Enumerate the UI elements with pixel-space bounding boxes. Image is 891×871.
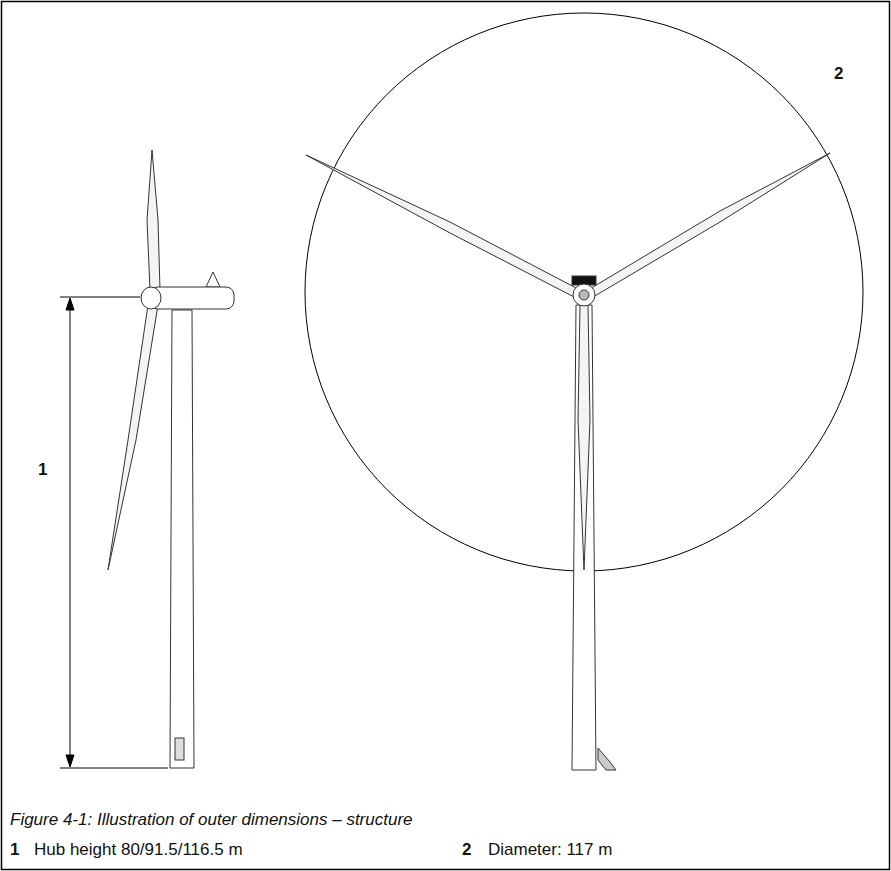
tower xyxy=(572,305,596,770)
rotor-blade xyxy=(147,150,160,290)
side-view xyxy=(108,150,234,768)
dimension-hub-height xyxy=(60,297,168,768)
legend-number: 2 xyxy=(462,840,471,860)
hub xyxy=(573,284,595,306)
nacelle-fin xyxy=(206,272,220,287)
legend-text: Diameter: 117 m xyxy=(488,840,612,860)
rotor-blade xyxy=(108,305,158,570)
tower-door xyxy=(175,738,184,760)
rotor-circle xyxy=(305,13,863,571)
arrow-head xyxy=(66,755,74,767)
rotor-blade xyxy=(578,305,590,570)
callout-number: 1 xyxy=(38,460,47,480)
nacelle xyxy=(150,287,234,309)
tower xyxy=(170,310,194,768)
hub-center xyxy=(579,290,589,300)
arrow-head xyxy=(66,298,74,310)
extension-line xyxy=(60,297,140,298)
tower-stairs xyxy=(598,748,616,770)
legend-number: 1 xyxy=(10,840,19,860)
extension-line xyxy=(60,768,168,769)
dimension-line xyxy=(70,299,71,766)
figure-caption: Figure 4-1: Illustration of outer dimens… xyxy=(10,810,413,830)
rotor-blade xyxy=(588,153,830,300)
front-view xyxy=(305,13,863,770)
legend-text: Hub height 80/91.5/116.5 m xyxy=(34,840,243,860)
spinner xyxy=(141,287,161,309)
rotor-blade xyxy=(306,155,580,300)
callout-number: 2 xyxy=(834,64,843,84)
